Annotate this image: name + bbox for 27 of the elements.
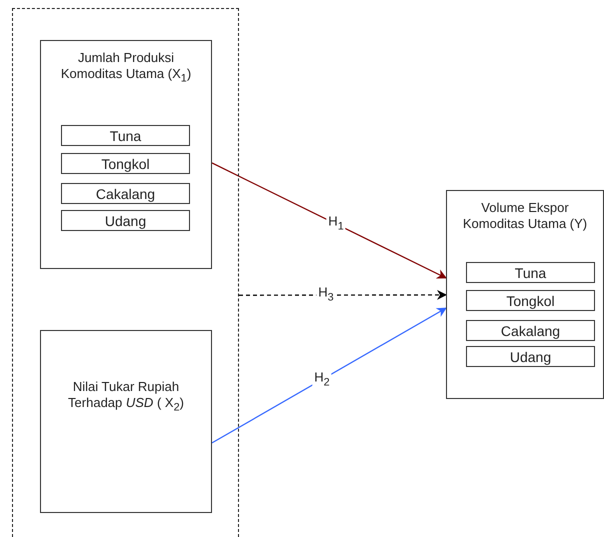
variable-title: Nilai Tukar Rupiah Terhadap USD ( X$_{2}$): [67, 379, 185, 416]
item-label: Udang: [104, 212, 148, 230]
variable-box: [40, 40, 212, 269]
item-box: [61, 125, 190, 146]
variable-title: Jumlah Produksi Komoditas Utama (X$_{1}$): [60, 50, 192, 87]
arrow: [212, 162, 447, 279]
item-box: [466, 320, 595, 341]
item-box: [466, 346, 595, 367]
arrow: [212, 308, 447, 444]
item-label: Tuna: [514, 264, 548, 282]
item-label: Tongkol: [100, 154, 151, 173]
variable-box: [40, 330, 212, 513]
edge-label: H$_{2}$: [312, 370, 332, 389]
item-box: [61, 153, 190, 174]
variable-box: [446, 190, 604, 399]
item-label: Udang: [508, 348, 552, 366]
item-box: [61, 210, 190, 231]
variable-title: Volume Ekspor Komoditas Utama (Y): [462, 200, 588, 232]
item-box: [61, 183, 190, 204]
dashed-arrow: [239, 290, 447, 300]
item-box: [466, 290, 595, 311]
dashed-group-box: [12, 8, 239, 537]
item-label: Tongkol: [505, 292, 556, 310]
item-box: [466, 262, 595, 283]
item-label: Cakalang: [94, 184, 156, 203]
item-label: Tuna: [108, 126, 142, 145]
item-label: Cakalang: [500, 322, 562, 340]
